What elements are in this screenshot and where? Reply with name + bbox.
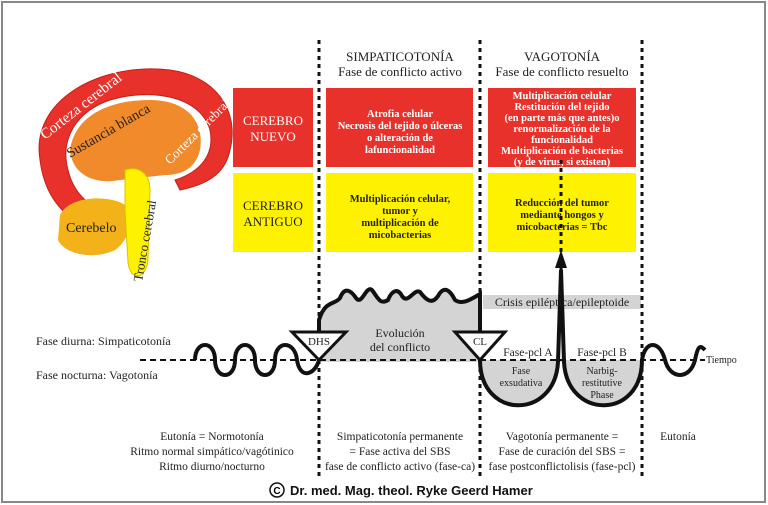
healing-curve <box>478 269 707 408</box>
label-cerebelo: Cerebelo <box>66 221 117 236</box>
healing-valleys-fill <box>480 360 642 406</box>
new-brain-active-box <box>326 88 473 167</box>
active-line: Simpaticotonía permanente <box>337 431 463 443</box>
time-label: Tiempo <box>706 355 737 366</box>
new-healing-line: (en parte más que antes)o <box>505 113 620 124</box>
scar-label: Narbig- <box>586 366 617 377</box>
new-healing-line: Multiplicación celular <box>513 91 612 102</box>
cl-label: CL <box>473 336 487 348</box>
copyright: C Dr. med. Mag. theol. Ryke Geerd Hamer <box>269 482 533 498</box>
after-eutonia: Eutonía <box>660 431 696 443</box>
normal-rhythm-wave <box>193 343 321 377</box>
old-active-line: tumor y <box>382 206 418 217</box>
conflict-evolution-area <box>317 287 482 362</box>
old-brain-label-1: CEREBRO <box>243 198 303 213</box>
crisis-label: Crisis epiléptica/epileptoide <box>495 295 629 309</box>
normal-line: Eutonía = Normotonía <box>160 431 264 443</box>
new-brain-healing-box <box>488 88 636 167</box>
old-brain-active-box <box>326 173 473 252</box>
brain-illustration: Corteza cerebral Sustancia blanca Cortez… <box>38 68 233 283</box>
normal-line: Ritmo normal simpático/vagótinico <box>130 446 294 458</box>
active-line: = Fase activa del SBS <box>349 446 450 458</box>
old-active-line: multiplicación de <box>361 218 439 229</box>
new-healing-line: funcionalidad <box>531 135 593 146</box>
new-healing-line: renormalización de la <box>513 124 611 135</box>
copyright-text: Dr. med. Mag. theol. Ryke Geerd Hamer <box>290 483 533 498</box>
new-healing-line: Restitución del tejido <box>514 102 609 113</box>
exudative-label: exsudativa <box>500 378 543 389</box>
day-phase-label: Fase diurna: Simpaticotonía <box>36 334 171 348</box>
scar-label: Phase <box>590 390 614 401</box>
healing-line: Vagotonía permanente = <box>506 431 619 443</box>
vagotonic-title: VAGOTONÍA <box>524 49 601 64</box>
old-healing-line: mediante hongos y <box>520 210 604 221</box>
sympathetic-title: SIMPATICOTONÍA <box>346 49 454 64</box>
copyright-icon <box>269 482 285 498</box>
old-active-line: Multiplicación celular, <box>350 194 451 205</box>
old-brain-label-box <box>233 173 313 252</box>
brainstem-shape <box>124 168 151 277</box>
old-brain-label-2: ANTIGUO <box>243 214 302 229</box>
new-brain-label-box <box>233 88 313 167</box>
dhs-triangle-icon <box>288 330 350 363</box>
cl-triangle-icon <box>451 330 509 363</box>
vagotonic-subtitle: Fase de conflicto resuelto <box>495 64 628 79</box>
old-active-line: micobacterias <box>369 230 431 241</box>
scar-label: restitutive <box>582 378 623 389</box>
evolution-label-2: del conflicto <box>370 340 430 354</box>
copyright-icon-c: C <box>273 486 280 497</box>
new-healing-line: Multiplicación de bacterias <box>501 146 623 157</box>
pcl-a-label: Fase-pcl A <box>503 347 553 359</box>
night-phase-label: Fase nocturna: Vagotonía <box>36 368 158 382</box>
sympathetic-subtitle: Fase de conflicto activo <box>338 64 462 79</box>
new-brain-label-1: CEREBRO <box>243 113 303 128</box>
healing-line: Fase de curación del SBS = <box>499 446 626 458</box>
active-line: fase de conflicto activo (fase-ca) <box>325 461 475 473</box>
new-brain-label-2: NUEVO <box>250 129 296 144</box>
normal-line: Ritmo diurno/nocturno <box>159 461 265 473</box>
evolution-label-1: Evolución <box>375 326 424 340</box>
white-matter-shape <box>70 100 201 182</box>
cerebellum-shape <box>58 198 131 256</box>
new-active-line: lafuncionalidad <box>365 145 435 156</box>
dhs-label: DHS <box>308 336 330 348</box>
arrow-up-icon <box>555 250 567 268</box>
exudative-label: Fase <box>512 366 531 377</box>
new-active-line: Atrofia celular <box>367 109 433 120</box>
new-active-line: o alteración de <box>367 133 433 144</box>
healing-line: fase postconflictolisis (fase-pcl) <box>489 461 636 473</box>
new-active-line: Necrosis del tejido o úlceras <box>338 121 463 132</box>
pcl-b-label: Fase-pcl B <box>577 347 627 359</box>
